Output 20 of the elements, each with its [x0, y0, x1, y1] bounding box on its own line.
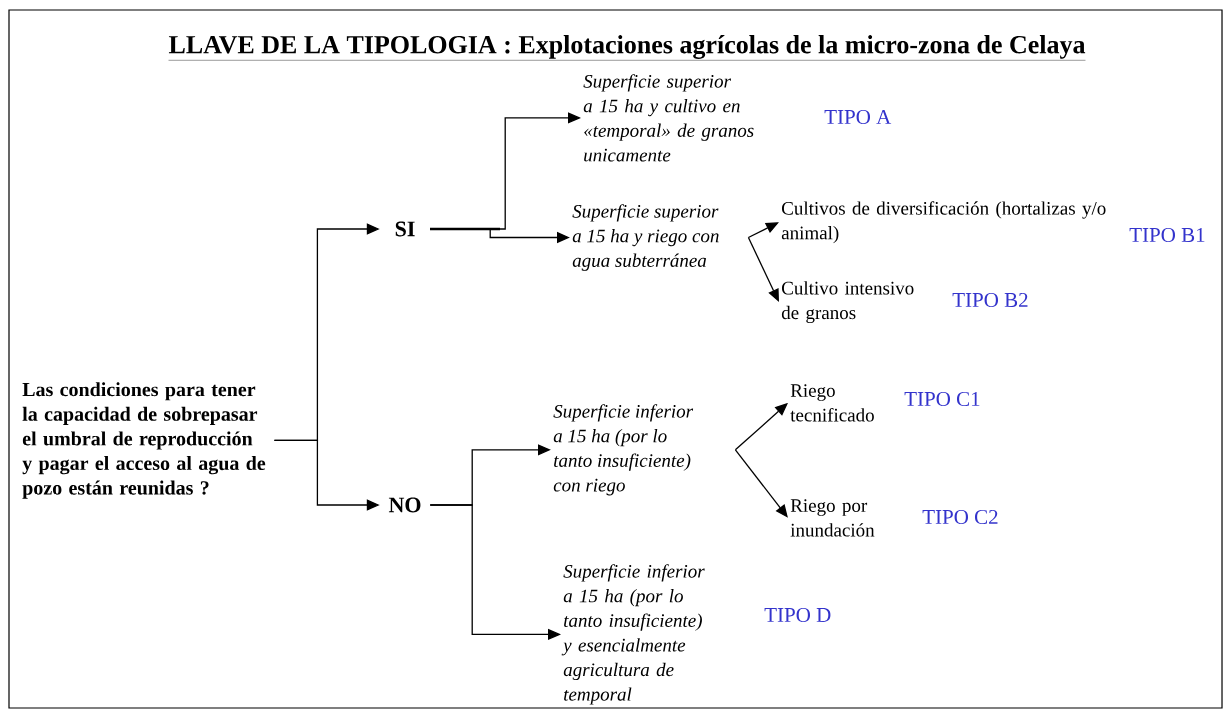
title: LLAVE DE LA TIPOLOGIA : Explotaciones agrícolas de la micro-zona de Celaya — [168, 35, 1086, 61]
branch-label: NO — [388, 497, 421, 513]
type-label: TIPO C1 — [904, 391, 980, 407]
type-label: TIPO B2 — [952, 292, 1028, 308]
type-label: TIPO A — [824, 109, 892, 125]
criteria-text: Superficie superior a 15 ha y cultivo en «temporal» de granos unicamente — [583, 74, 754, 162]
type-label: TIPO C2 — [922, 509, 998, 525]
result-text: Riego tecnificado — [790, 384, 874, 422]
criteria-text: Superficie superior a 15 ha y riego con agua subterránea — [572, 204, 719, 271]
arrow — [747, 222, 779, 239]
result-text: Cultivos de diversificación (hortalizas y/o animal) — [781, 201, 1106, 244]
criteria-text: Superficie inferior a 15 ha (por lo tanto insuficiente) con riego — [553, 404, 694, 496]
arrow — [734, 449, 788, 518]
criteria-text: Superficie inferior a 15 ha (por lo tanto insuficiente) y esencialmente agricultura de temporal — [561, 564, 705, 705]
branch-label: SI — [395, 221, 415, 237]
type-label: TIPO B1 — [1129, 227, 1205, 243]
result-text: Riego por inundación — [790, 499, 875, 537]
type-label: TIPO D — [764, 607, 831, 623]
result-text: Cultivo intensivo de granos — [781, 281, 914, 324]
question-text: Las condiciones para tener la capacidad de sobrepasar el umbral de reproducción y pagar el acceso al agua de pozo están reunidas ? — [22, 382, 266, 499]
